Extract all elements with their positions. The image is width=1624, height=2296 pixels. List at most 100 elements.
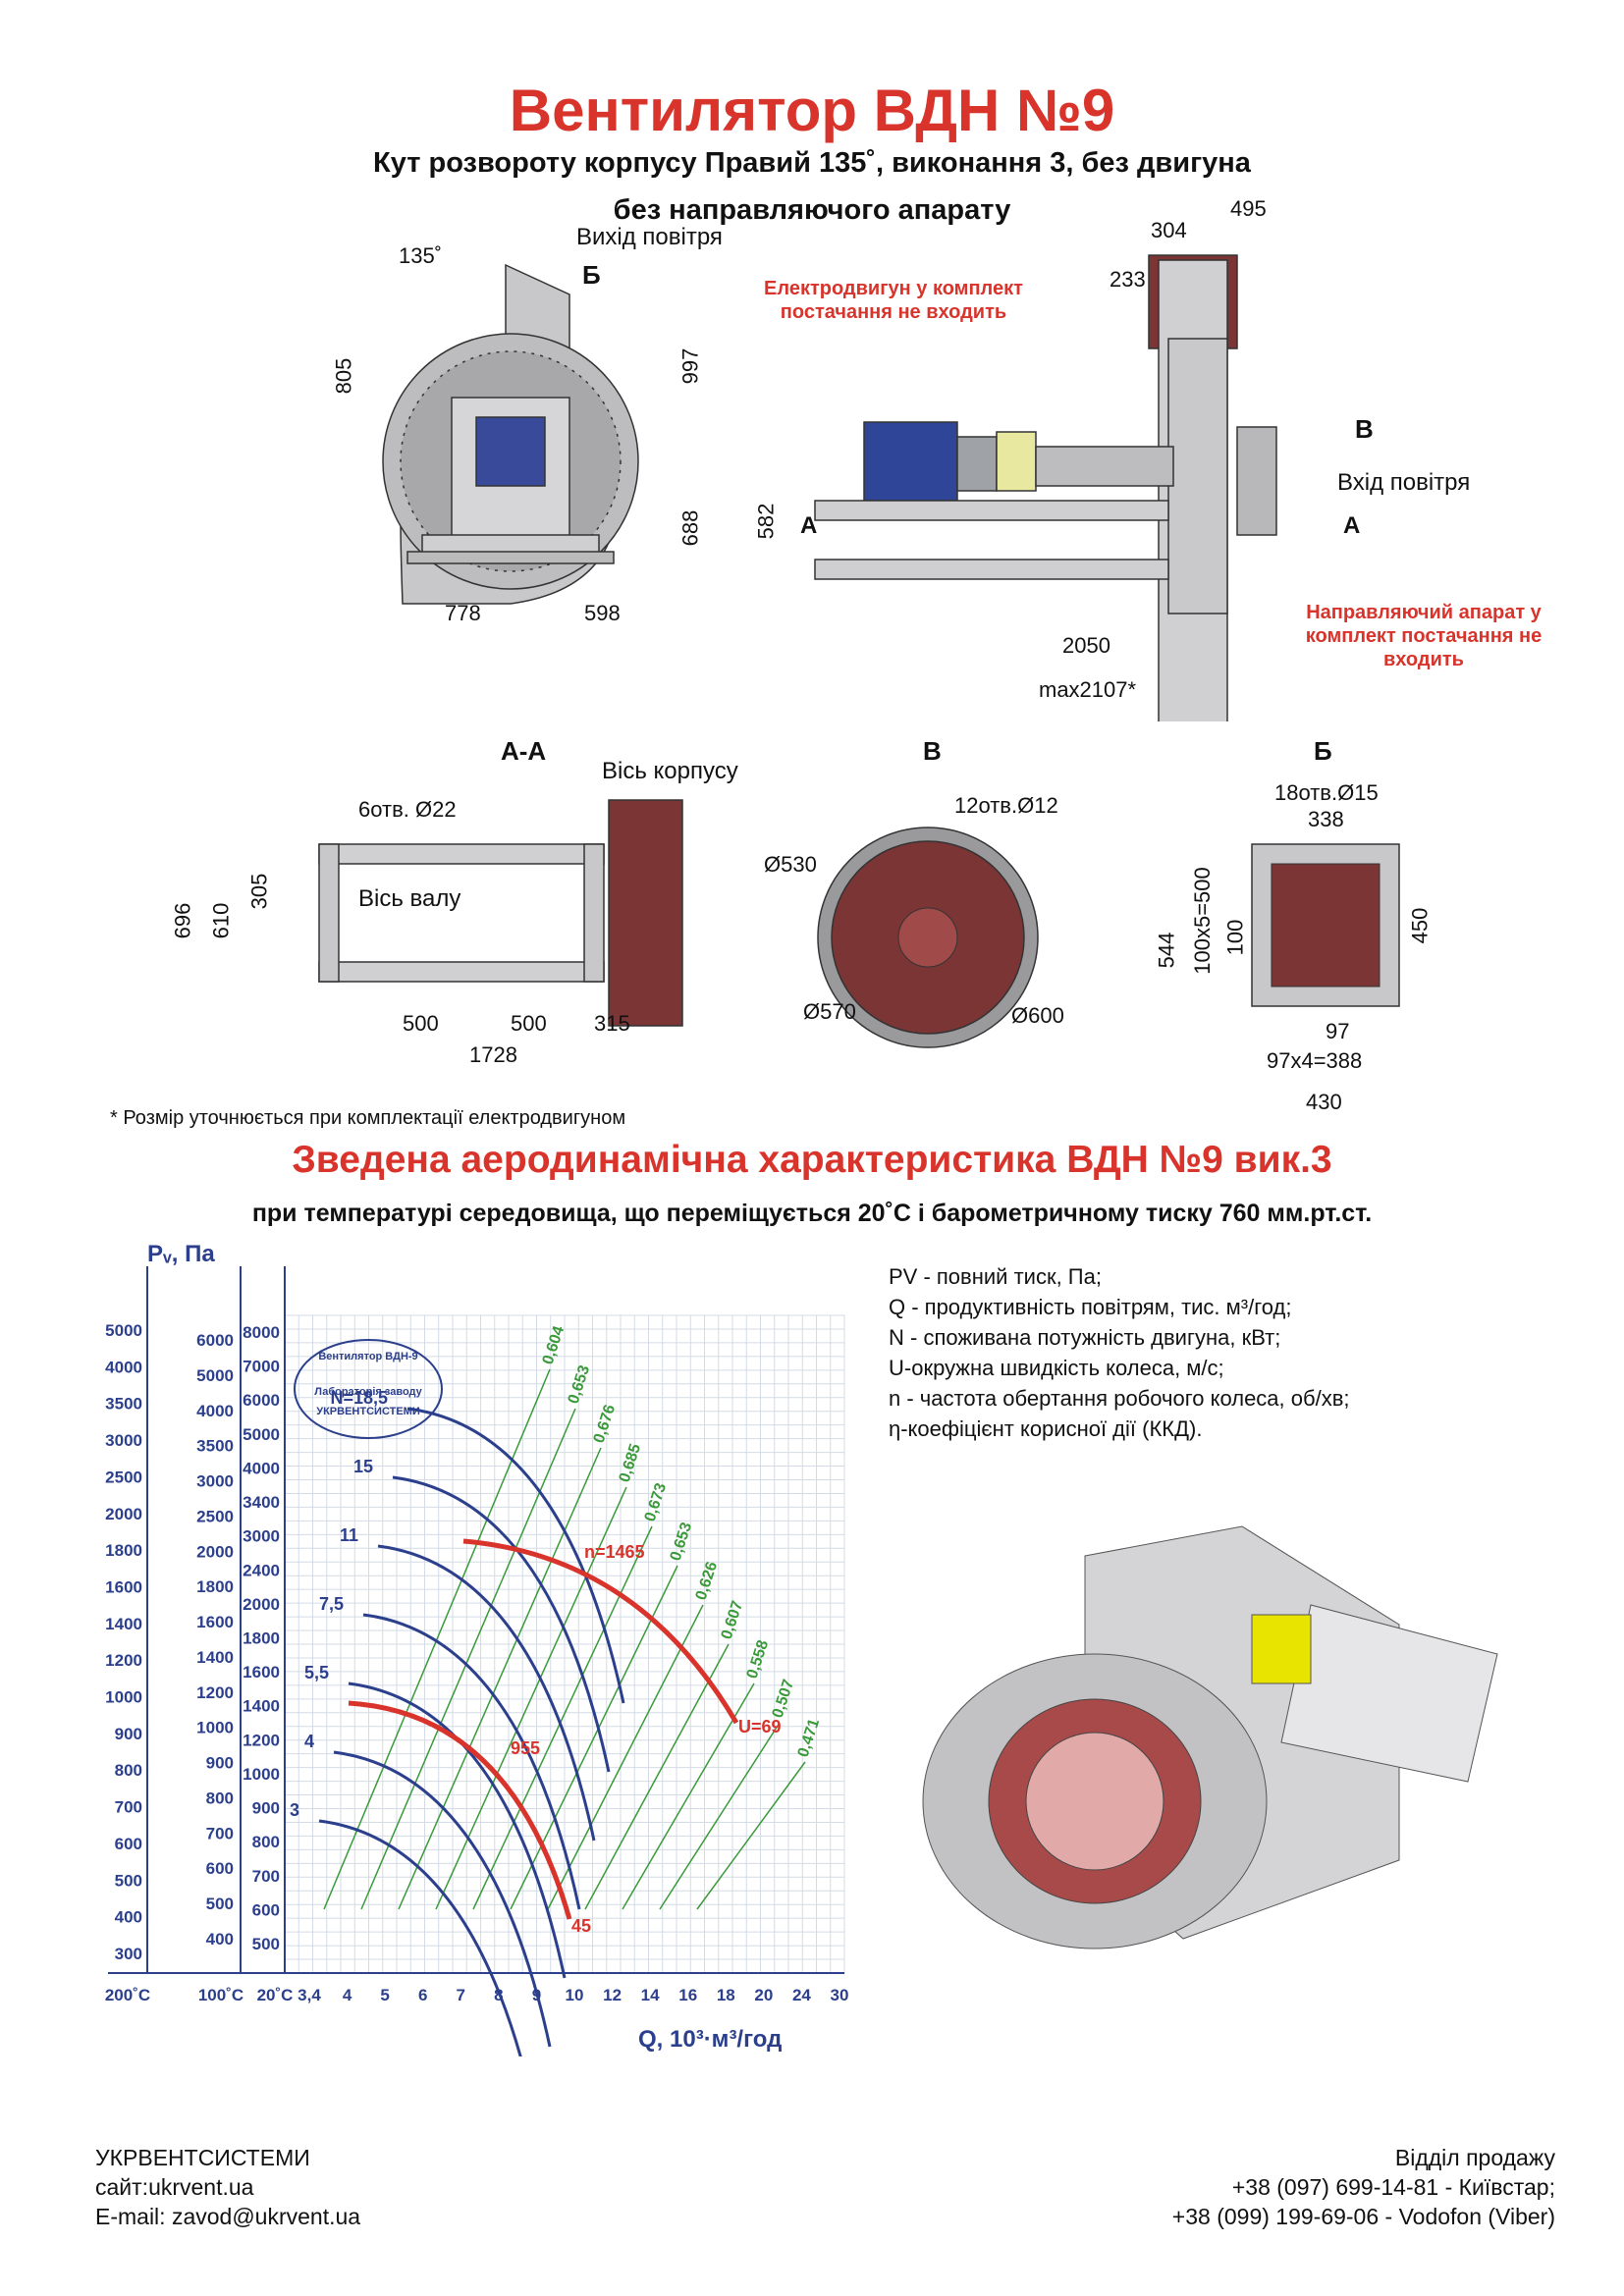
legend-q: Q - продуктивність повітрям, тис. м³/год… (889, 1295, 1292, 1319)
y-tick-200c: 1800 (105, 1541, 142, 1560)
front-view-drawing (382, 263, 639, 605)
y-tick-200c: 2000 (105, 1505, 142, 1523)
v-d530: Ø530 (764, 852, 817, 877)
footer-sales: Відділ продажу +38 (097) 699-14-81 - Киї… (1172, 2143, 1555, 2231)
sales-dept: Відділ продажу (1394, 2145, 1555, 2170)
legend-u: U-окружна швидкість колеса, м/с; (889, 1356, 1224, 1380)
dim-544: 544 (1154, 932, 1179, 969)
dim-97x4: 97х4=388 (1267, 1048, 1363, 1073)
power-curve (377, 1544, 596, 1842)
dim-max: max2107* (1039, 677, 1137, 702)
y-tick-100c: 4000 (196, 1402, 234, 1420)
u-label: U=69 (738, 1717, 782, 1736)
dim-315: 315 (594, 1011, 630, 1036)
motor-note: Електродвигун у комплект постачання не в… (764, 278, 1023, 323)
y-tick-200c: 800 (115, 1761, 142, 1780)
legend-rpm: n - частота обертання робочого колеса, о… (889, 1386, 1350, 1411)
y-tick-100c: 5000 (196, 1366, 234, 1385)
dim-688: 688 (677, 509, 703, 547)
lab-stamp-text: УКРВЕНТСИСТЕМИ (316, 1406, 420, 1417)
section-v-title: В (923, 736, 942, 766)
angle-label: 135˚ (399, 243, 443, 268)
y-tick-20c: 1000 (243, 1765, 280, 1784)
x-tick: 7 (457, 1986, 465, 2004)
efficiency-line (472, 1525, 653, 1910)
y-tick-100c: 2000 (196, 1542, 234, 1561)
characteristic-subtitle: при температурі середовища, що переміщує… (251, 1200, 1373, 1227)
power-curve (362, 1613, 581, 1910)
company-site[interactable]: сайт:ukrvent.ua (95, 2174, 254, 2200)
y-tick-200c: 1400 (105, 1615, 142, 1633)
y-tick-200c: 1200 (105, 1651, 142, 1670)
dim-338: 338 (1308, 807, 1344, 831)
power-label: N=18,5 (330, 1388, 388, 1408)
dim-100: 100 (1222, 919, 1248, 956)
v-d600: Ø600 (1011, 1003, 1064, 1028)
y-tick-200c: 2500 (105, 1468, 142, 1486)
x-tick: 16 (678, 1986, 697, 2004)
u-label: 45 (571, 1916, 591, 1936)
guide-note: Направляючий апарат у комплект постачанн… (1305, 602, 1543, 670)
side-view-drawing (814, 254, 1277, 721)
y-axis-title: Pᵥ, Па (147, 1242, 215, 1267)
company-email[interactable]: E-mail: zavod@ukrvent.ua (95, 2204, 361, 2229)
performance-chart: Pᵥ, Па 5000 4000 3500 3000 2500 2000 1800 1600 14… (105, 1242, 848, 2056)
section-b-mark: Б (582, 260, 601, 290)
x-tick: 20 (754, 1986, 773, 2004)
sales-phone-vodafone[interactable]: +38 (099) 199-69-06 - Vodofon (Viber) (1171, 2204, 1555, 2229)
subtitle-no-guide: без направляючого апарату (613, 194, 1011, 226)
page-title: Вентилятор ВДН №9 (509, 78, 1115, 143)
legend-pv: PV - повний тиск, Па; (889, 1264, 1102, 1289)
x-tick: 24 (792, 1986, 811, 2004)
dim-450: 450 (1407, 907, 1433, 944)
sales-phone-kyivstar[interactable]: +38 (097) 699-14-81 - Київстар; (1231, 2174, 1555, 2200)
y-tick-100c: 1000 (196, 1719, 234, 1737)
y-tick-100c: 900 (206, 1754, 234, 1773)
dim-305: 305 (246, 873, 272, 910)
legend-n: N - споживана потужність двигуна, кВт; (889, 1325, 1281, 1350)
dim-1728: 1728 (469, 1042, 517, 1067)
chart-legend: PV - повний тиск, Па; Q - продуктивність… (889, 1261, 1350, 1444)
efficiency-line (547, 1604, 704, 1910)
y-tick-100c: 1400 (196, 1648, 234, 1667)
y-tick-200c: 5000 (105, 1321, 142, 1340)
x-tick: 6 (418, 1986, 427, 2004)
company-name: УКРВЕНТСИСТЕМИ (95, 2145, 310, 2170)
y-tick-200c: 3000 (105, 1431, 142, 1450)
y-tick-20c: 6000 (243, 1391, 280, 1410)
mark-a-right: А (1343, 512, 1361, 539)
y-tick-100c: 800 (206, 1789, 234, 1807)
y-tick-20c: 3400 (243, 1493, 280, 1512)
dim-778: 778 (445, 601, 481, 625)
v-holes: 12отв.Ø12 (954, 793, 1058, 818)
x-axis-title: Q, 10³·м³/год (638, 2026, 782, 2053)
dim-610: 610 (208, 902, 234, 939)
footer-company: УКРВЕНТСИСТЕМИ сайт:ukrvent.ua E-mail: z… (95, 2143, 360, 2231)
y-tick-100c: 1800 (196, 1577, 234, 1596)
y-tick-200c: 1600 (105, 1577, 142, 1596)
y-tick-200c: 700 (115, 1798, 142, 1817)
power-curve (392, 1475, 611, 1773)
y-tick-20c: 7000 (243, 1358, 280, 1376)
v-d570: Ø570 (803, 999, 856, 1024)
x-tick: 3,4 (298, 1986, 321, 2004)
y-tick-20c: 700 (252, 1867, 280, 1886)
speed-label: n=1465 (584, 1542, 645, 1562)
mark-a-left: А (800, 512, 818, 539)
y-tick-20c: 1800 (243, 1629, 280, 1648)
y-tick-100c: 3500 (196, 1437, 234, 1456)
speed-label: 955 (511, 1738, 540, 1758)
y-tick-20c: 8000 (243, 1323, 280, 1342)
y-tick-20c: 900 (252, 1799, 280, 1818)
y-tick-20c: 2000 (243, 1595, 280, 1614)
speed-curve-955 (348, 1700, 572, 1920)
y-tick-200c: 3500 (105, 1395, 142, 1414)
fan-3d-render (922, 1525, 1498, 1949)
y-tick-20c: 500 (252, 1935, 280, 1953)
section-aa-title: А-А (501, 736, 547, 766)
y-tick-200c: 500 (115, 1871, 142, 1890)
x-temp-label: 200˚С (105, 1986, 150, 2004)
y-tick-200c: 400 (115, 1908, 142, 1927)
y-tick-100c: 400 (206, 1930, 234, 1949)
y-tick-20c: 1200 (243, 1731, 280, 1749)
